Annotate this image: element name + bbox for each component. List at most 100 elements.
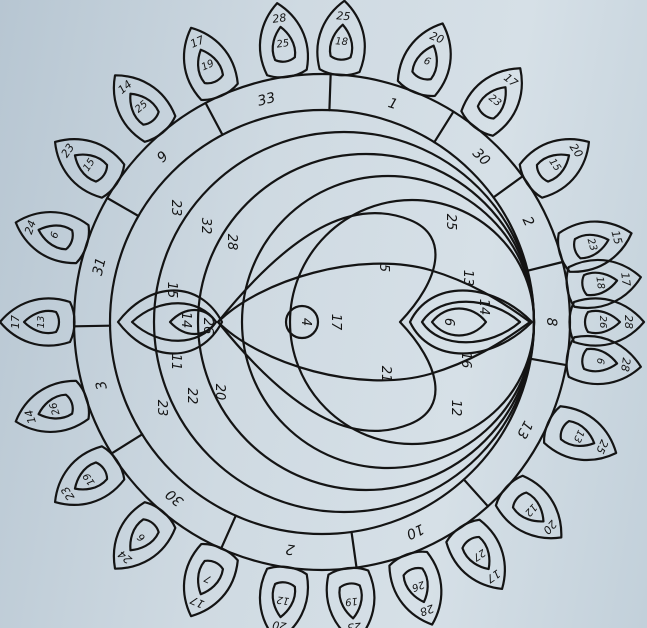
region-label: 23 <box>168 200 183 217</box>
region-label: 28 <box>224 234 239 251</box>
petal-outer-label: 20 <box>272 618 288 628</box>
petal-inner-label: 18 <box>335 36 348 48</box>
petal-inner-label: 23 <box>585 237 599 252</box>
region-label: 23 <box>154 400 169 417</box>
petal-inner-label: 12 <box>522 501 539 518</box>
petal-inner-label: 12 <box>276 593 290 606</box>
ring-segment-label: 9 <box>154 148 172 166</box>
petal-inner-label: 26 <box>597 316 608 329</box>
ring-divider <box>494 176 523 197</box>
ring-divider <box>464 480 488 507</box>
petal: 25 13 <box>538 401 625 474</box>
ring-divider <box>329 74 330 110</box>
ring-segment-label: 33 <box>256 90 277 110</box>
ring-segment-label: 10 <box>404 520 427 542</box>
petal: 2315 <box>42 122 130 203</box>
petal-inner-label: 25 <box>276 38 290 51</box>
ring-divider <box>206 103 223 135</box>
petal-inner-label: 6 <box>594 357 606 365</box>
petal-outer-label: 17 <box>188 33 206 51</box>
region-label: 25 <box>443 214 458 231</box>
petal-outer-label: 17 <box>618 272 633 288</box>
petal-inner-label: 6 <box>49 231 61 240</box>
petal-outer-label: 28 <box>272 11 288 26</box>
ring-segment-label: 30 <box>163 486 187 510</box>
ring-segment-label: 2 <box>519 214 537 229</box>
petal-inner-label: 19 <box>81 470 97 487</box>
petal-outer-label: 15 <box>608 229 624 246</box>
petal: 246 <box>97 496 181 583</box>
petal: 1719 <box>169 18 242 105</box>
region-label: 4 <box>298 318 313 326</box>
ring-divider <box>74 326 110 327</box>
petal-inner-label: 15 <box>81 157 97 174</box>
region-label: 5 <box>376 264 391 272</box>
ring-divider <box>352 532 357 568</box>
petal: 2319 <box>324 566 379 628</box>
petal-outer-label: 28 <box>622 315 635 329</box>
region-label: 16 <box>458 352 473 369</box>
petal-inner-label: 26 <box>410 578 426 593</box>
ring-segment-label: 2 <box>285 540 296 557</box>
ring-segment-label: 30 <box>469 145 493 169</box>
petal-inner-label: 26 <box>48 401 62 417</box>
ring-divider <box>221 516 236 549</box>
ring-segment-label: 13 <box>513 418 535 441</box>
region-label: 20 <box>212 384 227 401</box>
ring-segment-label: 1 <box>386 95 399 113</box>
region-label: 22 <box>184 388 199 405</box>
petal-inner-label: 13 <box>571 428 586 444</box>
petal-inner-label: 13 <box>36 316 47 329</box>
petal-inner-label: 27 <box>470 546 487 563</box>
ring-divider <box>434 112 453 143</box>
petal-inner-label: 19 <box>344 595 358 607</box>
petal-outer-label: 28 <box>418 602 436 619</box>
petal: 24 6 <box>8 200 93 268</box>
petal-outer-label: 25 <box>593 438 611 456</box>
petal: 1727 <box>441 514 522 602</box>
petal-inner-label: 19 <box>200 58 216 73</box>
petal-outer-label: 17 <box>188 593 206 611</box>
petal-outer-label: 25 <box>336 9 351 23</box>
petal: 14 26 <box>8 376 93 444</box>
petal-inner-label: 18 <box>593 276 606 290</box>
ring-segment-label: 3 <box>93 379 111 392</box>
region-label: 15 <box>164 282 179 299</box>
petal-outer-label: 28 <box>618 357 633 373</box>
region-label: 32 <box>198 218 213 235</box>
petal: 25 18 <box>316 0 368 77</box>
petal: 17 7 <box>169 538 242 625</box>
ring-divider <box>107 198 138 216</box>
petal-inner-label: 23 <box>486 93 503 110</box>
ring-divider <box>112 434 143 453</box>
petal-outer-label: 17 <box>9 315 22 329</box>
region-label: 21 <box>378 366 393 383</box>
petal-outer-label: 24 <box>22 219 39 236</box>
region-label: 26 <box>200 318 215 335</box>
petal-inner-label: 6 <box>136 531 148 544</box>
petal-outer-label: 14 <box>22 408 39 425</box>
ring-segment-label: 31 <box>90 256 110 277</box>
region-label: 13 <box>460 270 475 287</box>
region-label: 6 <box>441 318 456 326</box>
region-label: 14 <box>178 312 193 329</box>
region-label: 17 <box>328 314 343 331</box>
petal-outer-label: 20 <box>428 29 446 46</box>
ring-segment-label: 8 <box>543 318 559 327</box>
region-label: 14 <box>476 299 491 316</box>
region-label: 12 <box>448 400 463 417</box>
petal-inner-label: 6 <box>422 56 432 69</box>
ring-divider <box>531 359 566 365</box>
petal-inner-label: 7 <box>202 572 213 585</box>
petal-inner-label: 15 <box>546 157 562 174</box>
ring-divider <box>528 262 563 271</box>
petal: 2012 <box>490 470 577 555</box>
